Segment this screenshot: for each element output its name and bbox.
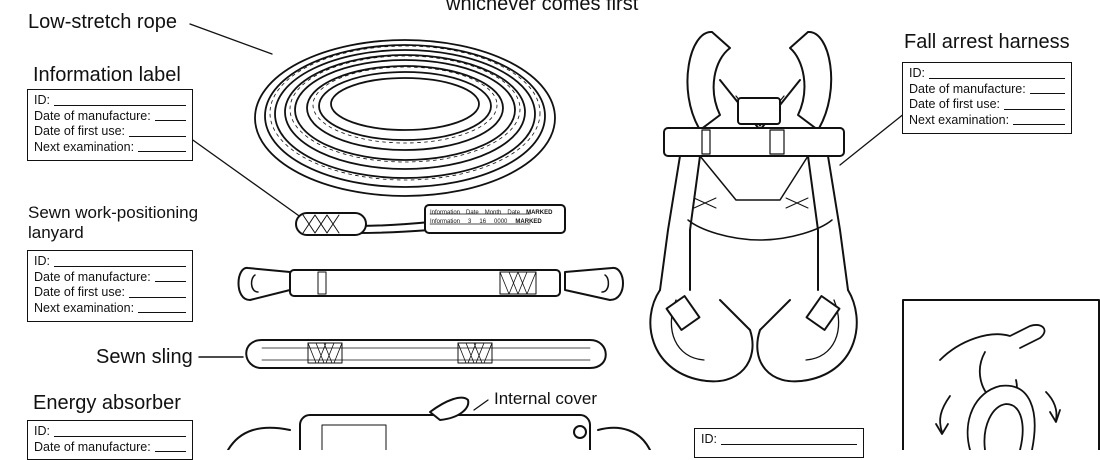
manufacture-field-label: Date of manufacture: [34, 439, 151, 454]
header-caption: whichever comes first [446, 0, 639, 15]
next-exam-field-label: Next examination: [34, 300, 135, 315]
absorber-label: Energy absorber [33, 392, 181, 414]
rope-leader-line [189, 23, 273, 55]
lanyard [237, 267, 624, 301]
lanyard-info-box: ID: Date of manufacture: Date of first u… [27, 250, 193, 322]
tag-cell: Date [507, 210, 521, 216]
tag-cell: 3 [468, 219, 472, 225]
tag-cell: 0000 [494, 219, 508, 225]
rope-label: Low-stretch rope [28, 11, 177, 33]
cover-leader-line [473, 399, 489, 411]
harness-label: Fall arrest harness [904, 31, 1070, 53]
first-use-field-label: Date of first use: [909, 97, 1001, 111]
harness-shape [649, 30, 858, 383]
first-use-field-label: Date of first use: [34, 285, 126, 299]
bottom-info-box: ID: [694, 428, 864, 458]
tag-marked: MARKED [526, 210, 553, 216]
next-exam-field-label: Next examination: [909, 112, 1010, 127]
absorber-info-box: ID: Date of manufacture: [27, 420, 193, 460]
tag-cell: Date [466, 210, 479, 216]
info-label-leader-line [189, 137, 303, 219]
id-field-label: ID: [34, 254, 50, 268]
energy-absorber [227, 396, 651, 450]
internal-cover-label: Internal cover [494, 389, 597, 408]
rope-end-sleeve [295, 212, 367, 236]
tag-cell: 16 [479, 219, 487, 225]
harness-leader-line [839, 112, 906, 166]
rope-info-box: ID: Date of manufacture: Date of first u… [27, 89, 193, 161]
lanyard-label-line1: Sewn work-positioning [28, 203, 199, 222]
equipment-illustration [189, 23, 1100, 450]
first-use-field-label: Date of first use: [34, 124, 126, 138]
harness-info-box: ID: Date of manufacture: Date of first u… [902, 62, 1072, 134]
next-exam-field-label: Next examination: [34, 139, 135, 154]
tag-marked: MARKED [515, 219, 542, 225]
tag-cell: Month [484, 210, 502, 216]
lanyard-label-line2: lanyard [28, 223, 84, 242]
manufacture-field-label: Date of manufacture: [34, 108, 151, 123]
id-field-label: ID: [34, 424, 50, 438]
sling-shape [245, 339, 607, 369]
information-label-title: Information label [33, 64, 181, 86]
rope-coil [254, 39, 556, 197]
id-field-label: ID: [34, 93, 50, 107]
id-field-label: ID: [909, 66, 925, 80]
id-field-label: ID: [701, 432, 717, 446]
tag-cell: Information [430, 219, 461, 225]
rope-tag-body [424, 204, 566, 234]
hand-inspection-drawing [935, 324, 1061, 450]
tag-cell: Information [430, 210, 461, 216]
rope-tag-text: Information Date Month Date MARKED Infor… [430, 209, 565, 227]
sling-label: Sewn sling [96, 346, 193, 368]
manufacture-field-label: Date of manufacture: [909, 81, 1026, 96]
manufacture-field-label: Date of manufacture: [34, 269, 151, 284]
